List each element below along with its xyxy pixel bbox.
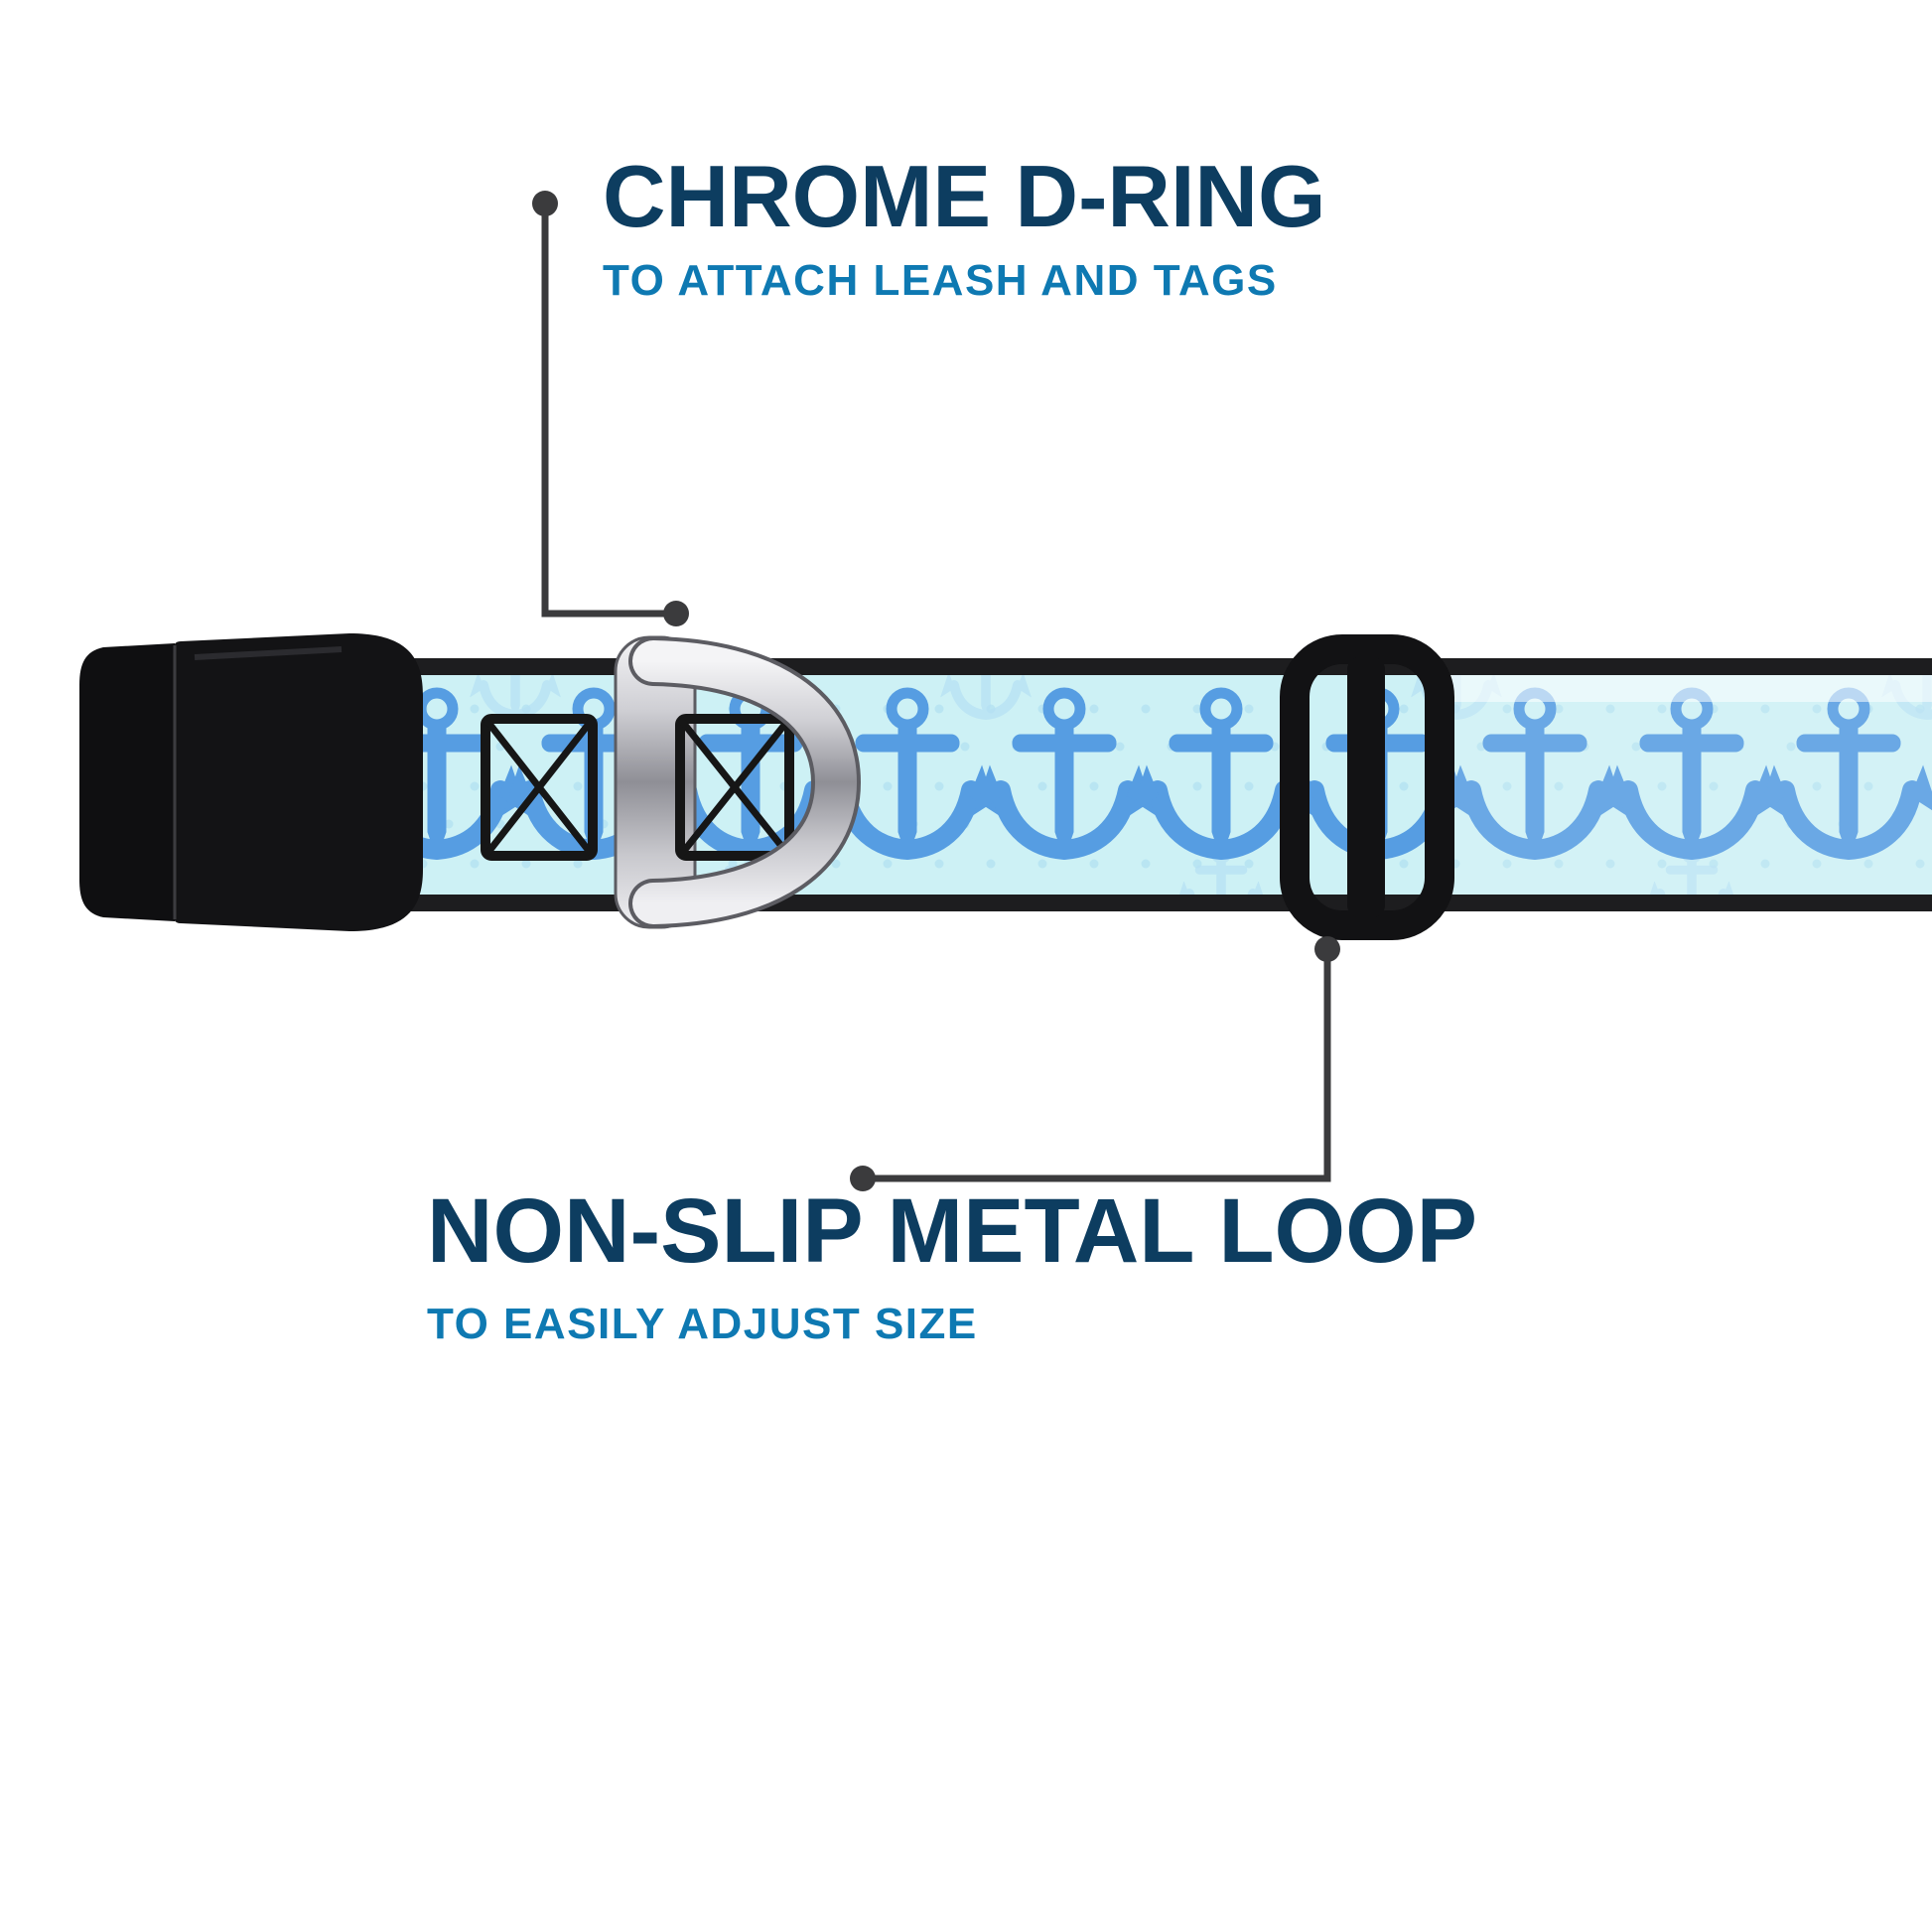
top-callout-subtitle: TO ATTACH LEASH AND TAGS bbox=[603, 256, 1278, 306]
stitch-box bbox=[675, 714, 794, 861]
top-callout-dot-target bbox=[663, 601, 689, 626]
bottom-callout: NON-SLIP METAL LOOP TO EASILY ADJUST SIZ… bbox=[427, 1183, 1477, 1349]
bottom-callout-path bbox=[863, 949, 1331, 1182]
webbing-tail-tint bbox=[1442, 674, 1932, 895]
bottom-callout-title: NON-SLIP METAL LOOP bbox=[427, 1180, 1478, 1282]
top-callout: CHROME D-RING TO ATTACH LEASH AND TAGS bbox=[603, 147, 1326, 306]
non-slip-metal-loop bbox=[1280, 634, 1454, 940]
bottom-callout-line bbox=[850, 936, 1340, 1191]
top-callout-path bbox=[541, 204, 676, 618]
buckle-tip bbox=[79, 643, 175, 921]
anchor-pattern bbox=[346, 674, 1932, 895]
buckle-highlight bbox=[194, 646, 343, 660]
side-release-buckle bbox=[79, 633, 423, 931]
bottom-callout-subtitle: TO EASILY ADJUST SIZE bbox=[427, 1299, 978, 1348]
buckle-body bbox=[173, 633, 423, 931]
chrome-d-ring bbox=[628, 636, 862, 928]
top-callout-line bbox=[532, 191, 689, 626]
webbing-tail-highlight bbox=[1442, 674, 1932, 702]
webbing-strap bbox=[346, 658, 1932, 911]
bottom-callout-dot-text bbox=[850, 1166, 876, 1191]
stitch-box bbox=[481, 714, 598, 861]
d-ring-arc bbox=[632, 640, 858, 924]
top-callout-title: CHROME D-RING bbox=[603, 147, 1326, 245]
